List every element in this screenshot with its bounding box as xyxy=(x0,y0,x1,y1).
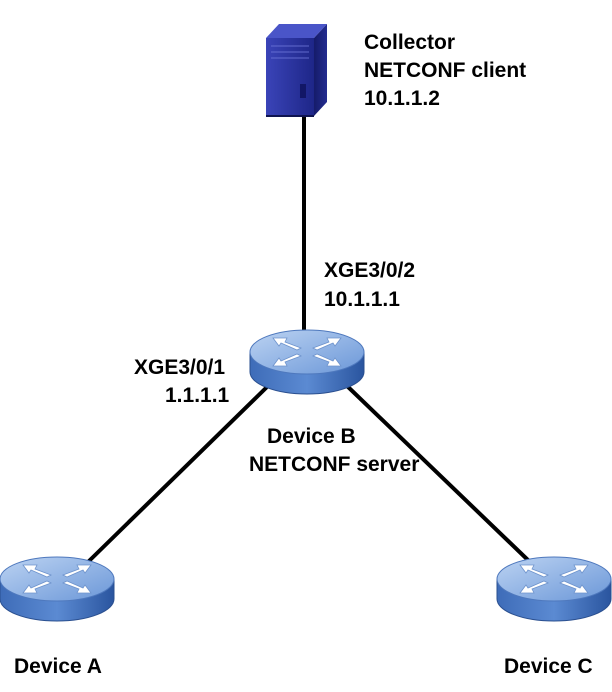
collector-server-icon xyxy=(266,24,327,117)
collector-ip-label: 10.1.1.2 xyxy=(364,87,440,110)
collector-role-label: NETCONF client xyxy=(364,59,526,82)
device-a-name-label: Device A xyxy=(14,655,102,678)
device-b-uplink-port-label: XGE3/0/2 xyxy=(324,259,415,282)
device-b-role-label: NETCONF server xyxy=(249,453,419,476)
device-b-name-label: Device B xyxy=(267,425,356,448)
device-b-router-icon xyxy=(249,329,365,395)
device-b-left-port-label: XGE3/0/1 xyxy=(134,356,225,379)
link-device-b-to-device-a xyxy=(86,382,272,564)
link-device-b-to-device-c xyxy=(343,382,532,564)
device-b-uplink-ip-label: 10.1.1.1 xyxy=(324,288,400,311)
device-b-left-ip-label: 1.1.1.1 xyxy=(165,384,230,407)
device-c-name-label: Device C xyxy=(504,655,593,678)
collector-label: Collector xyxy=(364,31,455,54)
device-a-router-icon xyxy=(0,556,115,622)
device-c-router-icon xyxy=(496,556,612,622)
